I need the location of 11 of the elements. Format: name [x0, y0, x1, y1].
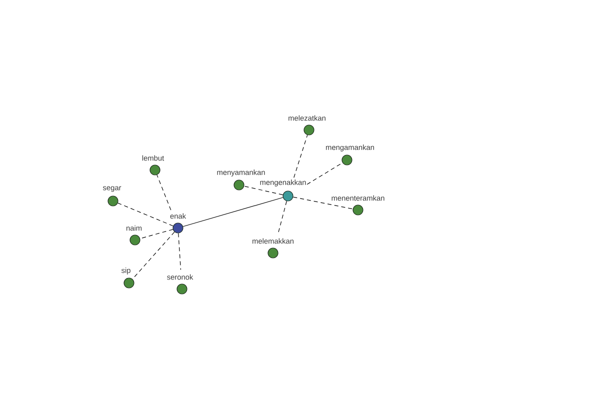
connector-line [178, 232, 182, 270]
connector-line [306, 162, 343, 185]
connector-line [278, 200, 287, 235]
connector-line [294, 134, 308, 178]
connector-line [244, 186, 284, 196]
connector-line [156, 174, 172, 210]
connector-line [182, 197, 284, 227]
connector-line [118, 202, 174, 226]
connector-line [132, 232, 175, 280]
connector-line [140, 229, 174, 239]
connector-line [292, 196, 354, 210]
